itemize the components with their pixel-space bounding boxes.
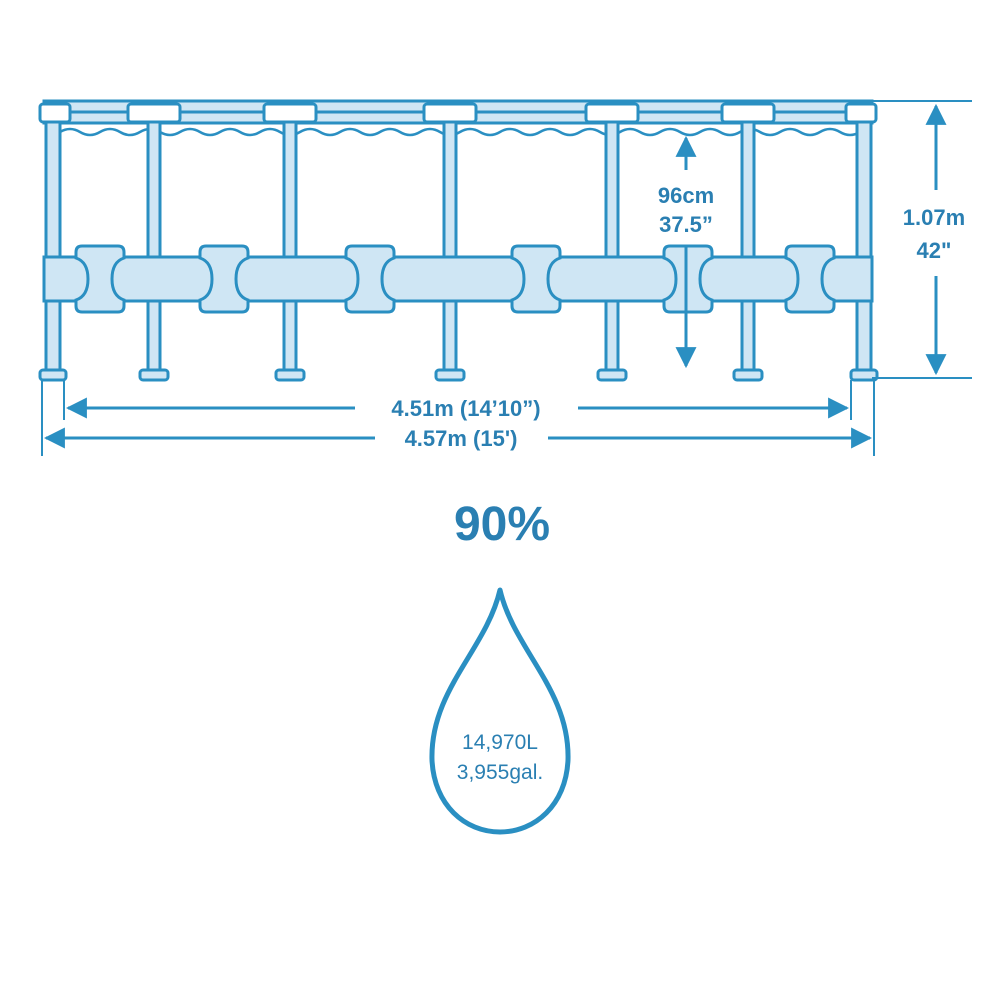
post-4	[604, 118, 620, 378]
pool-height-in: 42"	[917, 238, 952, 263]
foot-left	[38, 368, 68, 382]
pool-height-m: 1.07m	[903, 205, 965, 230]
foot-3	[434, 368, 466, 382]
foot-5	[732, 368, 764, 382]
foot-right	[849, 368, 879, 382]
top-connector-2	[262, 102, 318, 124]
post-5	[740, 118, 756, 378]
belt-clip-2	[198, 244, 250, 314]
pool-height-dimension	[872, 100, 972, 379]
right-post	[855, 118, 873, 380]
top-connector-right	[844, 102, 878, 124]
inner-width-label: 4.51m (14’10”)	[391, 396, 540, 421]
side-belt	[42, 255, 874, 303]
foot-4	[596, 368, 628, 382]
belt-clip-6	[784, 244, 836, 314]
belt-clip-3	[344, 244, 396, 314]
fill-level-percent: 90%	[454, 498, 550, 551]
width-dimensions	[41, 380, 875, 456]
belt-clip-5	[662, 244, 714, 314]
top-connector-4	[584, 102, 640, 124]
top-connector-5	[720, 102, 776, 124]
foot-1	[138, 368, 170, 382]
capacity-gallons: 3,955gal.	[457, 761, 543, 784]
top-connector-3	[422, 102, 478, 124]
outer-width-label: 4.57m (15')	[405, 426, 518, 451]
water-wave	[59, 127, 861, 137]
post-3	[442, 118, 458, 378]
post-2	[282, 118, 298, 378]
post-1	[146, 118, 162, 378]
water-depth-dimension: 96cm 37.5”	[636, 135, 736, 369]
capacity-liters: 14,970L	[462, 731, 538, 754]
pool-frame-icon	[38, 99, 879, 382]
water-drop-icon	[429, 587, 571, 835]
belt-clip-4	[510, 244, 562, 314]
left-post	[44, 118, 62, 380]
belt-clips	[74, 244, 836, 314]
top-connector-1	[126, 102, 182, 124]
water-depth-cm: 96cm	[658, 183, 714, 208]
water-depth-label-bg	[636, 176, 736, 240]
water-depth-in: 37.5”	[659, 212, 713, 237]
foot-2	[274, 368, 306, 382]
top-connector-left	[38, 102, 72, 124]
belt-clip-1	[74, 244, 126, 314]
